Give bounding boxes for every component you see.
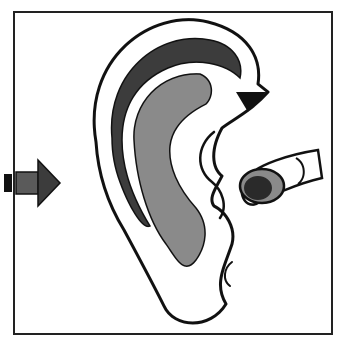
lobe-detail: [225, 262, 232, 286]
earplug-icon: [240, 150, 322, 205]
arrow-right-icon: [4, 160, 60, 206]
